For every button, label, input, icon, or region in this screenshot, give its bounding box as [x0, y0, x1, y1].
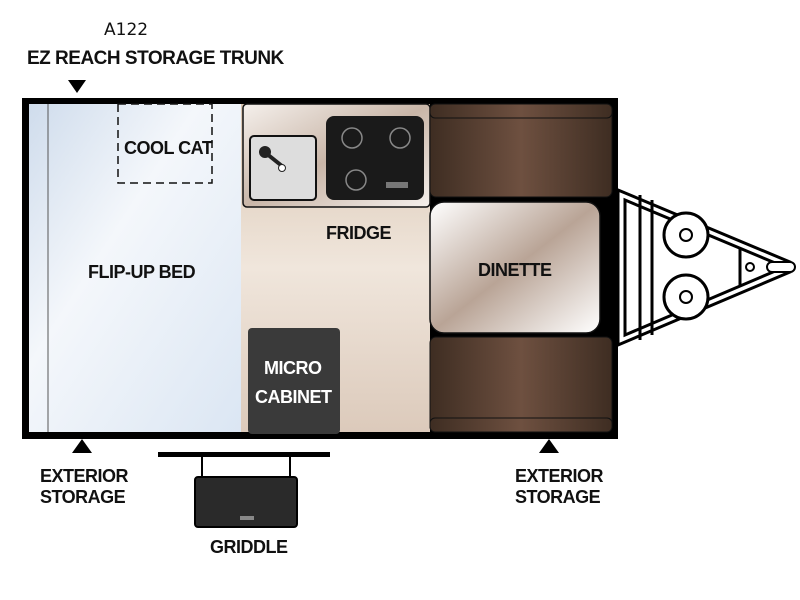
griddle-label: GRIDDLE: [210, 537, 288, 557]
ext-right-label-2: STORAGE: [515, 487, 601, 507]
cool-cat-area: [117, 103, 213, 184]
trailer-hitch: [616, 187, 796, 348]
wheel-icon: [662, 273, 710, 321]
trunk-label: EZ REACH STORAGE TRUNK: [27, 48, 285, 69]
ext-left-label-1: EXTERIOR: [40, 466, 129, 486]
micro-label: MICRO: [264, 358, 322, 378]
exterior-storage-left-arrow-icon: [72, 439, 92, 453]
dinette-label: DINETTE: [478, 260, 552, 280]
model-name: A122: [104, 20, 148, 40]
bed-label: FLIP-UP BED: [88, 262, 196, 282]
griddle-icon: [158, 452, 330, 528]
exterior-storage-right-arrow-icon: [539, 439, 559, 453]
cabinet-label: CABINET: [255, 387, 332, 407]
flip-up-bed: [29, 104, 241, 432]
micro-cabinet: [248, 328, 340, 434]
cool-cat-label: COOL CAT: [124, 138, 213, 158]
trunk-arrow-icon: [68, 80, 86, 93]
ext-right-label-1: EXTERIOR: [515, 466, 604, 486]
ext-left-label-2: STORAGE: [40, 487, 126, 507]
stove-icon: [326, 116, 424, 200]
wheel-icon: [662, 211, 710, 259]
fridge-label: FRIDGE: [326, 223, 391, 243]
dinette-table: [429, 201, 601, 334]
